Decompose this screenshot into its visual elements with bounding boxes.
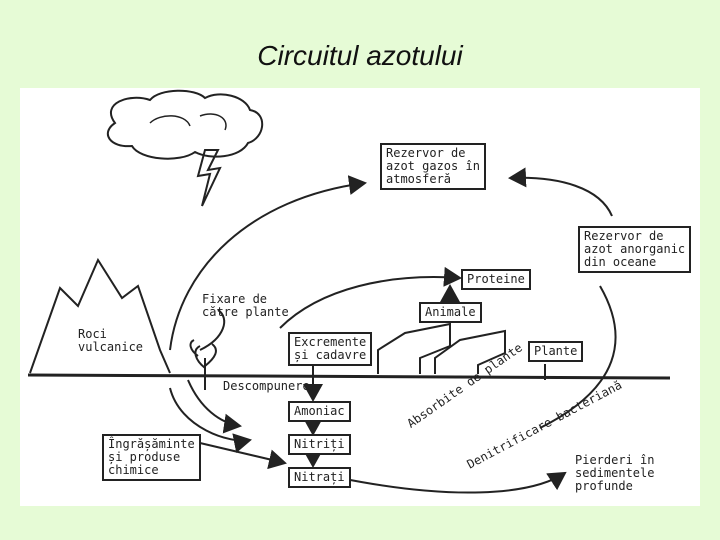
plants-box: Plante — [528, 341, 584, 362]
diagram-drawing — [27, 89, 671, 494]
storm-cloud-icon — [106, 89, 264, 160]
arrow-to-sediments — [339, 471, 567, 494]
reservoir-ocean-box: Rezervor de azot anorganic din oceane — [578, 226, 692, 273]
fertilizers-to-nitrates — [199, 442, 287, 470]
arrow-lightning-down — [187, 379, 242, 434]
arrow-fixation-loop — [199, 309, 226, 351]
reservoir-atmosphere-box: Rezervor de azot gazos în atmosferă — [380, 143, 486, 190]
sediment-losses-label: Pierderi în sedimentele profunde — [575, 453, 655, 493]
arrow-ocean-curve — [539, 285, 617, 429]
ground-line — [27, 373, 671, 380]
ammonia-box: Amoniac — [288, 401, 351, 422]
animal-shelter-2 — [434, 329, 506, 374]
arrow-fertilizers-down — [169, 387, 252, 453]
fertilizers-box: Îngrășăminte și produse chimice — [102, 434, 201, 481]
plant-sprout-icon — [189, 339, 217, 390]
volcanic-mountain — [29, 257, 171, 374]
arrow-to-proteins — [279, 266, 462, 329]
excrement-box: Excremente și cadavre — [288, 332, 373, 366]
nitrogen-cycle-diagram: Rezervor de azot gazos în atmosferă Reze… — [20, 88, 700, 506]
slide-title: Circuitul azotului — [257, 40, 463, 71]
animals-box: Animale — [419, 302, 482, 323]
decomposition-label: Descompunere — [223, 379, 310, 393]
arrow-to-atmosphere-reservoir — [169, 175, 367, 351]
volcanic-rocks-label: Roci vulcanice — [78, 327, 144, 354]
cloud-swirls — [149, 113, 227, 131]
proteins-box: Proteine — [461, 269, 531, 290]
arrow-ocean-to-atmosphere — [508, 167, 613, 217]
plant-fixation-label: Fixare de către plante — [202, 292, 289, 319]
lightning-icon — [196, 149, 222, 207]
nitrites-box: Nitriți — [288, 434, 351, 455]
animal-shelter-1 — [377, 322, 451, 374]
nitrates-box: Nitrați — [288, 467, 351, 488]
